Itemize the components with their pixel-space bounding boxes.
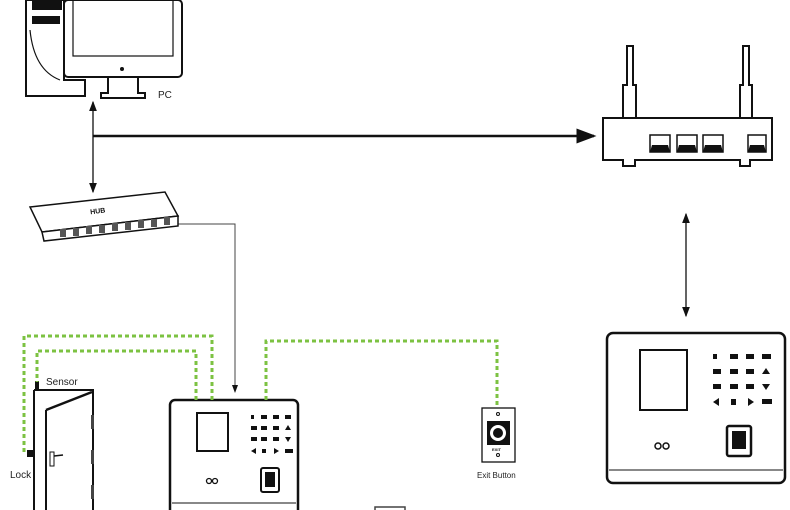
lock-wire bbox=[22, 334, 214, 452]
exit-button-icon bbox=[481, 407, 516, 463]
lock-icon bbox=[27, 450, 34, 457]
access-control-terminal-remote bbox=[605, 331, 787, 485]
sensor-wire bbox=[35, 349, 198, 400]
keypad-icon bbox=[713, 354, 772, 406]
exit-button-label: Exit Button bbox=[477, 471, 516, 480]
exit-text: EXIT bbox=[492, 447, 501, 452]
door-icon bbox=[33, 389, 94, 510]
access-control-terminal bbox=[168, 398, 300, 510]
router-icon bbox=[602, 45, 773, 167]
hub-device-link bbox=[175, 223, 238, 393]
hub-icon bbox=[28, 191, 180, 242]
lock-label: Lock bbox=[10, 470, 32, 481]
pc-icon bbox=[25, 0, 183, 99]
power-supply-icon bbox=[374, 506, 406, 510]
sensor-label: Sensor bbox=[46, 377, 78, 388]
hub-label: HUB bbox=[90, 207, 106, 216]
keypad-icon bbox=[251, 415, 293, 454]
exit-button-wire bbox=[264, 339, 499, 408]
sensor-icon bbox=[35, 381, 39, 390]
pc-label: PC bbox=[158, 90, 172, 101]
